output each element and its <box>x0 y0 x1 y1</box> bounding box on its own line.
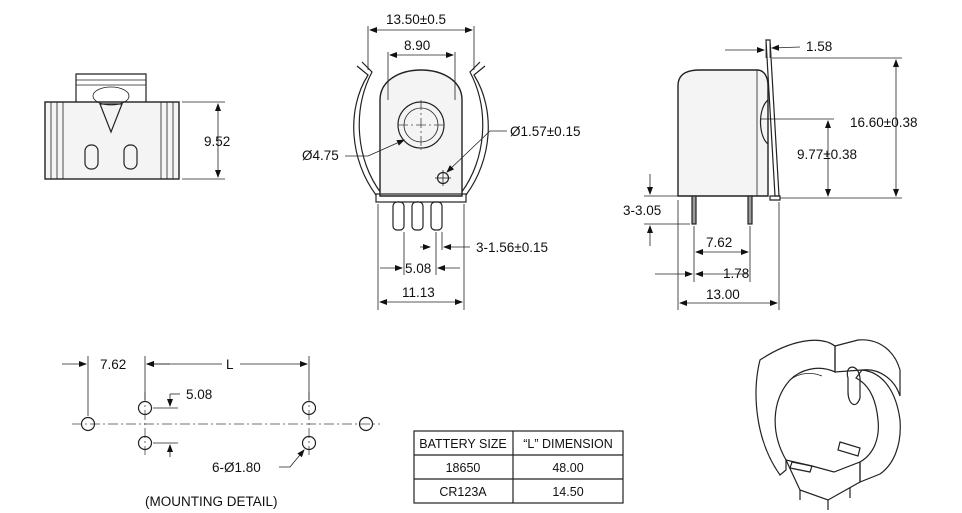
dim-side-width: 13.00 <box>706 287 740 302</box>
table-cell: 14.50 <box>552 485 583 499</box>
table-cell: 48.00 <box>552 461 583 475</box>
mount-hole <box>358 416 374 432</box>
dim-hole-dia: Ø4.75 <box>302 148 339 163</box>
mount-caption: (MOUNTING DETAIL) <box>145 494 278 509</box>
pin-3 <box>430 201 443 231</box>
isometric-view <box>755 339 901 510</box>
dimension-table: BATTERY SIZE “L” DIMENSION 18650 48.00 C… <box>413 430 624 504</box>
dim-top-tab: 1.58 <box>806 39 832 54</box>
holder-body <box>44 101 180 180</box>
dim-base-width: 11.13 <box>402 285 435 300</box>
dim-pins: 3-1.56±0.15 <box>476 240 548 255</box>
front-body <box>379 69 463 197</box>
dim-side-height: 9.52 <box>204 134 230 149</box>
slot-right <box>123 144 138 170</box>
mount-offset: 7.62 <box>100 357 126 372</box>
table-header: BATTERY SIZE <box>419 437 507 451</box>
table-cell: CR123A <box>439 485 487 499</box>
dim-pin-pitch: 5.08 <box>405 261 431 276</box>
profile-body <box>677 69 769 197</box>
profile-view: 1.58 16.60±0.38 9.77±0.38 3-3.05 7.62 1.… <box>623 39 917 310</box>
mount-pitch: 5.08 <box>186 387 212 402</box>
dim-pin-length: 3-3.05 <box>623 203 661 218</box>
mount-hole <box>301 435 317 451</box>
front-view: 13.50±0.5 8.90 Ø4.75 Ø1.57±0.15 5.08 3-1… <box>302 12 580 310</box>
dim-center-height: 9.77±0.38 <box>797 147 857 162</box>
mount-length: L <box>226 357 234 372</box>
table-cell: 18650 <box>446 461 481 475</box>
mount-holes: 6-Ø1.80 <box>212 460 261 475</box>
mount-hole <box>137 435 153 451</box>
profile-pin-1 <box>691 195 697 225</box>
dim-pin-offset: 1.78 <box>723 266 749 281</box>
mount-hole <box>80 416 96 432</box>
mount-hole <box>301 400 317 416</box>
mounting-detail: 7.62 L 5.08 6-Ø1.80 (MOUNTING DETAIL) <box>62 356 380 509</box>
dim-outer-width: 13.50±0.5 <box>386 12 446 27</box>
pin-1 <box>392 201 405 231</box>
dim-total-height: 16.60±0.38 <box>850 115 917 130</box>
side-view: 9.52 <box>44 73 230 180</box>
dim-small-hole: Ø1.57±0.15 <box>510 124 580 139</box>
table-header: “L” DIMENSION <box>523 437 613 451</box>
profile-pin-2 <box>747 195 753 225</box>
dim-inner-width: 8.90 <box>404 38 430 53</box>
pin-2 <box>411 201 424 231</box>
dim-pin-spacing: 7.62 <box>706 235 732 250</box>
mount-hole <box>137 400 153 416</box>
slot-left <box>84 144 99 170</box>
